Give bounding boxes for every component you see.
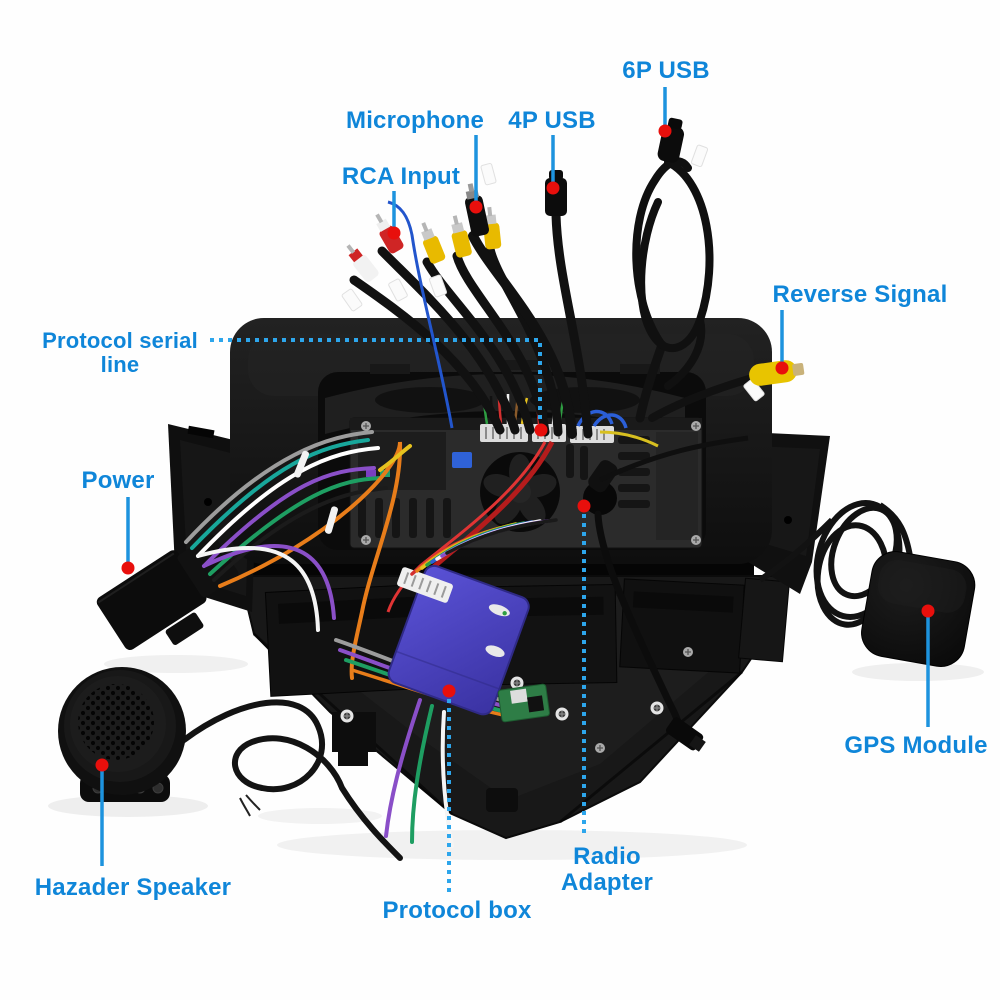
- gps-marker-dot: [921, 604, 935, 618]
- label-protocol-serial-line1: Protocol serial: [42, 328, 198, 353]
- annotation-dotted-leaders: [210, 338, 586, 892]
- label-hazard-speaker: Hazader Speaker: [34, 874, 232, 901]
- label-gps-module: GPS Module: [844, 732, 988, 759]
- cooling-fan: [480, 452, 560, 532]
- protocol-serial-marker-dot: [534, 423, 548, 437]
- label-power: Power: [81, 467, 155, 494]
- label-radio-adapter-line2: Adapter: [560, 869, 654, 896]
- blue-signal-wire: [387, 200, 454, 429]
- label-radio-adapter: Radio Adapter: [497, 844, 717, 896]
- label-radio-adapter-line1: Radio: [573, 843, 641, 870]
- pcb-connector: [497, 683, 550, 723]
- radio-adapter-plug: [666, 717, 706, 752]
- lower-module-right: [619, 578, 745, 674]
- usb-6p-marker-dot: [658, 124, 672, 138]
- gps-module: [758, 500, 976, 667]
- annotation-markers: [95, 124, 935, 772]
- protocol-box-marker-dot: [442, 684, 456, 698]
- microphone-marker-dot: [469, 200, 483, 214]
- rca-plugs: [346, 206, 502, 282]
- label-6p-usb: 6P USB: [622, 57, 710, 84]
- label-microphone: Microphone: [346, 107, 484, 134]
- protocol-serial-leader-line: [210, 338, 542, 424]
- label-protocol-serial-line2: line: [100, 352, 140, 377]
- rca-marker-dot: [387, 226, 401, 240]
- cable-tags: [341, 144, 765, 402]
- speaker-marker-dot: [95, 758, 109, 772]
- protocol-box-connector: [397, 567, 453, 603]
- speaker-cable: [181, 699, 403, 861]
- label-protocol-box: Protocol box: [382, 897, 532, 924]
- annotation-leaders: [100, 87, 930, 866]
- label-rca-input: RCA Input: [341, 163, 461, 190]
- power-harness-wires: [184, 430, 412, 680]
- reverse-marker-dot: [775, 361, 789, 375]
- usb-6p-connector: [657, 117, 685, 163]
- label-protocol-serial: Protocol serial line: [10, 329, 230, 377]
- power-marker-dot: [121, 561, 135, 575]
- label-reverse-signal: Reverse Signal: [772, 281, 948, 308]
- top-cables: [349, 210, 753, 439]
- protocol-box: [387, 518, 558, 716]
- blue-loop-wires: [576, 409, 659, 448]
- fuse-connector: [452, 452, 472, 468]
- red-wires: [386, 440, 555, 613]
- protocol-box-wires: [410, 518, 558, 576]
- label-4p-usb: 4P USB: [508, 107, 596, 134]
- radio-adapter-marker-dot: [577, 499, 591, 513]
- usb-4p-marker-dot: [546, 181, 560, 195]
- radio-adapter: [583, 435, 749, 752]
